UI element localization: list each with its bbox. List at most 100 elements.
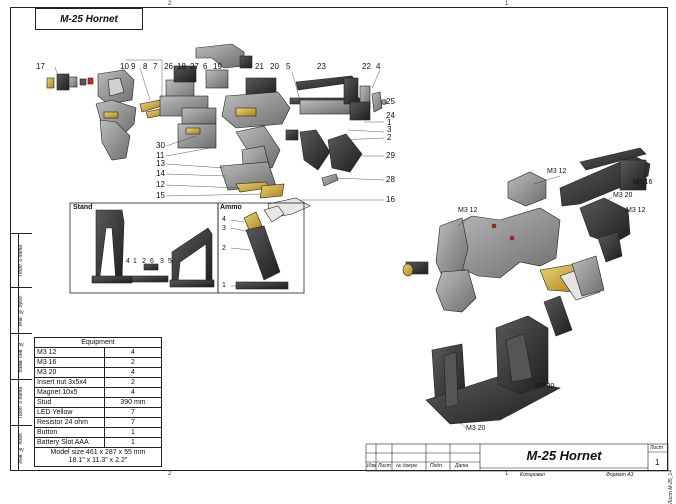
equipment-qty: 7 <box>104 417 162 428</box>
equipment-qty: 4 <box>104 367 162 378</box>
zone-marker-bottom-left: 2 <box>168 471 172 477</box>
side-cell-dup-inv: Инв. № дубл. <box>10 287 32 333</box>
equipment-qty: 4 <box>104 347 162 358</box>
equipment-qty: 2 <box>104 377 162 388</box>
equipment-item: Insert nut 3x5x4 <box>34 377 105 388</box>
ammo-callout-1: 1 <box>222 282 226 289</box>
stand-callout-3: 3 <box>160 258 164 265</box>
callout-20: 20 <box>270 62 279 71</box>
ammo-panel-frame <box>217 202 305 294</box>
equipment-item: Resistor 24 ohm <box>34 417 105 428</box>
callout-16: 16 <box>386 195 395 204</box>
equipment-item: M3 20 <box>34 367 105 378</box>
model-size-cell: Model size 461 x 287 x 55 mm 18.1" x 11.… <box>34 447 162 467</box>
stand-parts <box>91 209 215 288</box>
equipment-item: Battery Slot AAA <box>34 437 105 448</box>
exploded-view <box>46 43 387 219</box>
callout-23: 23 <box>317 62 326 71</box>
tb-col-sign: Подп. <box>430 463 444 469</box>
callout-2: 2 <box>387 133 392 142</box>
tb-sheet-number: 1 <box>655 458 660 467</box>
tb-col-doc: № докум. <box>396 463 419 469</box>
stand-panel-title: Stand <box>73 204 93 211</box>
part-mid-block <box>159 65 217 149</box>
equipment-qty: 7 <box>104 407 162 418</box>
assembly-callout-m3-12-b: M3 12 <box>547 168 567 175</box>
equipment-qty: 1 <box>104 427 162 438</box>
panel-leaders <box>230 219 251 287</box>
callout-27: 27 <box>190 62 199 71</box>
callout-1: 1 <box>387 118 392 127</box>
equipment-header: Equipment <box>34 337 162 348</box>
tb-format: Формат А3 <box>606 472 634 478</box>
assembled-leaders <box>453 167 641 429</box>
zone-marker-bottom-right: 1 <box>505 471 509 477</box>
side-cell-sign-date-1: Подп. и дата <box>10 233 32 287</box>
callout-8: 8 <box>143 62 148 71</box>
callout-7: 7 <box>153 62 158 71</box>
equipment-item: Stud <box>34 397 105 408</box>
equipment-item: Magnet 10x5 <box>34 387 105 398</box>
tb-sheet-label: Лист <box>650 445 663 451</box>
callout-25: 25 <box>386 97 395 106</box>
assembled-stand <box>425 315 561 425</box>
equipment-qty: 4 <box>104 387 162 398</box>
ammo-callout-3: 3 <box>222 225 226 232</box>
side-cell-replace-inv: Взам. инв. № <box>10 333 32 379</box>
title-block-grid <box>365 443 669 472</box>
callout-15: 15 <box>156 191 165 200</box>
ammo-callout-4: 4 <box>222 216 226 223</box>
callout-18: 18 <box>177 62 186 71</box>
callout-19: 19 <box>213 62 222 71</box>
assembled-view <box>402 147 651 337</box>
side-strip: Подп. и дата Инв. № дубл. Взам. инв. № П… <box>10 233 32 471</box>
callout-5: 5 <box>286 62 291 71</box>
tb-col-sheet: Лист <box>378 463 391 469</box>
assembly-callout-m3-12-a: M3 12 <box>458 207 478 214</box>
callout-12: 12 <box>156 180 165 189</box>
tb-doc-code: Лист M-25_14 <box>668 470 674 504</box>
tb-col-date: Дата <box>455 463 469 469</box>
assembly-callout-m3-20-b: M3 20 <box>535 383 555 390</box>
callout-30: 30 <box>156 141 165 150</box>
equipment-item: Button <box>34 427 105 438</box>
side-cell-orig-inv: Инв. № подл. <box>10 425 32 471</box>
callout-22: 22 <box>362 62 371 71</box>
callout-17: 17 <box>36 62 45 71</box>
ammo-callout-2: 2 <box>222 245 226 252</box>
callout-14: 14 <box>156 169 165 178</box>
callout-13: 13 <box>156 159 165 168</box>
callout-6: 6 <box>203 62 208 71</box>
callout-9: 9 <box>131 62 136 71</box>
equipment-qty: 1 <box>104 437 162 448</box>
assembly-callout-m3-20-a: M3 20 <box>613 192 633 199</box>
part-receiver-front <box>95 69 137 161</box>
callout-4: 4 <box>376 62 381 71</box>
callout-24: 24 <box>386 111 395 120</box>
equipment-qty: 2 <box>104 357 162 368</box>
assembly-callout-m3-20-c: M3 20 <box>466 425 486 432</box>
model-size-in: 18.1" x 11.3" x 2.2" <box>68 457 128 464</box>
assembly-callout-m3-12-c: M3 12 <box>626 207 646 214</box>
part-led-holder <box>46 73 94 91</box>
tb-copied: Копировал <box>520 472 545 478</box>
drawing-canvas <box>46 43 669 472</box>
stand-callout-4: 4 <box>126 258 130 265</box>
tb-col-change: Изм <box>367 463 377 469</box>
callout-11: 11 <box>156 151 165 160</box>
side-cell-sign-date-2: Подп. и дата <box>10 379 32 425</box>
stand-callout-5: 5 <box>168 258 172 265</box>
callout-26: 26 <box>164 62 173 71</box>
stand-callout-1: 1 <box>133 258 137 265</box>
zone-marker-top-right: 1 <box>505 1 509 7</box>
